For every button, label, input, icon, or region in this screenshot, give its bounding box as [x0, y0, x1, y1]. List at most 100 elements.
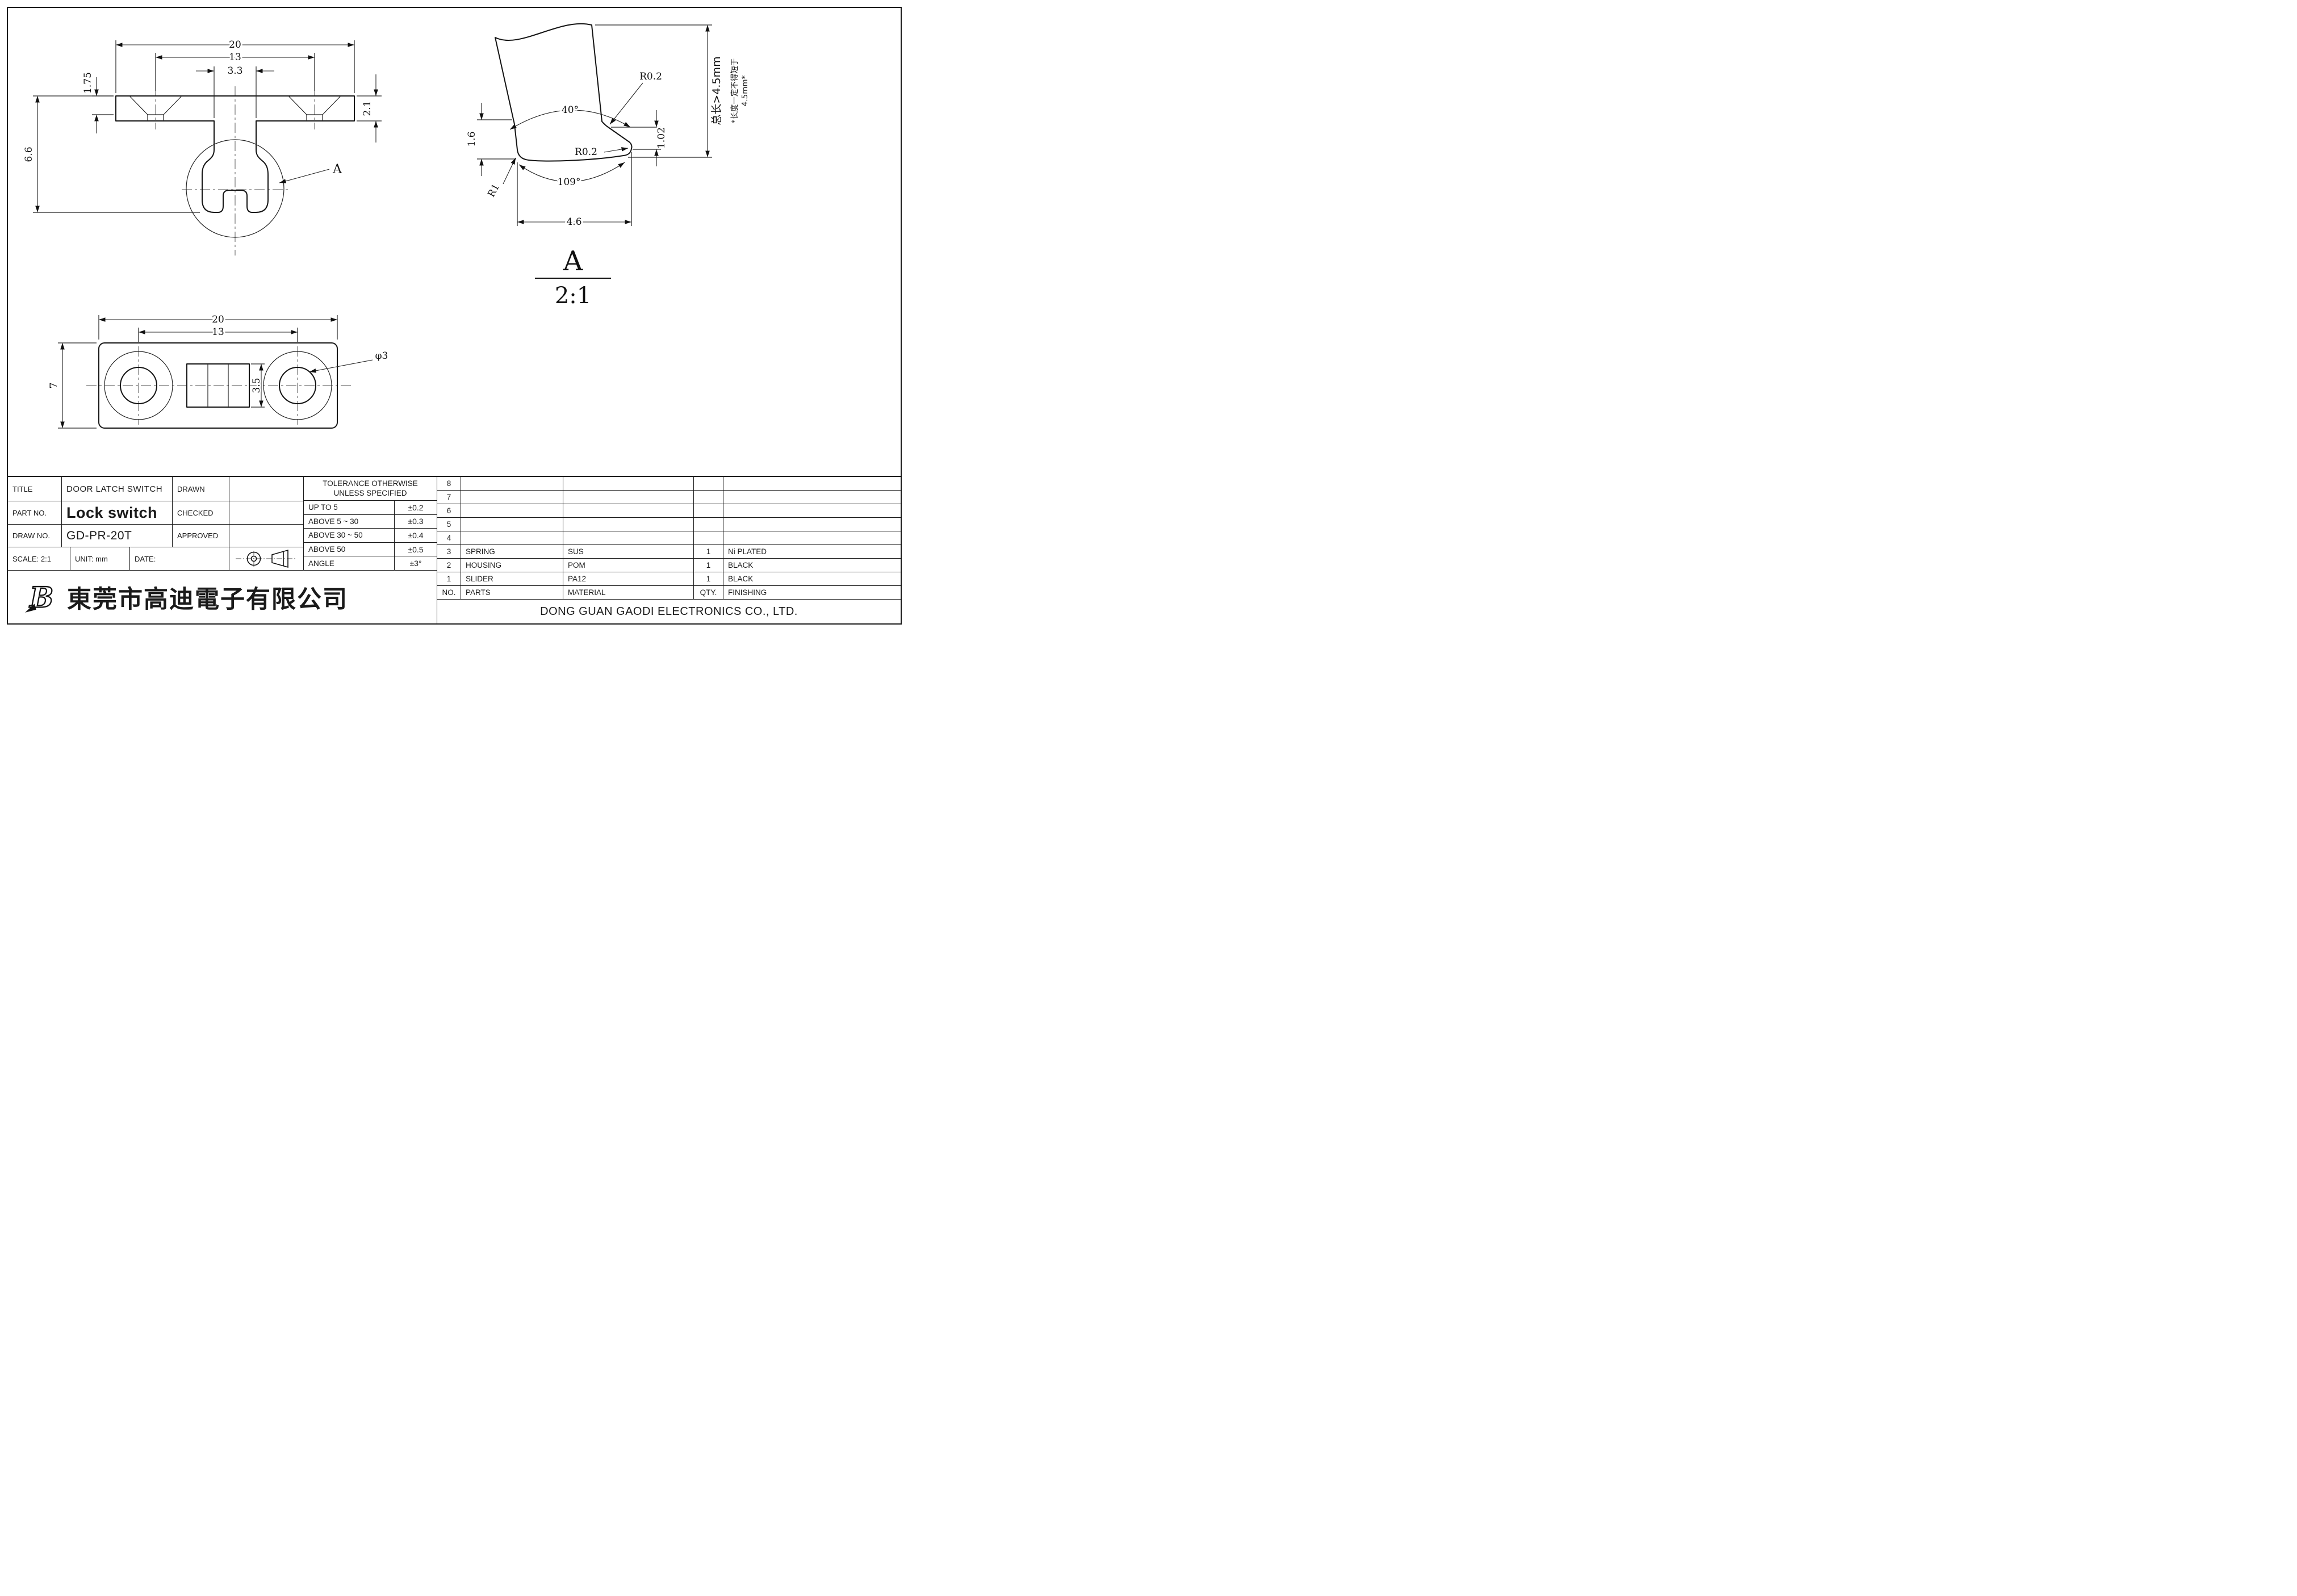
dim-detail-r1: R1: [486, 182, 502, 199]
dim-front-2-1: 2.1: [362, 100, 373, 116]
parts-cell-material: [563, 531, 694, 544]
draw-no-value: GD-PR-20T: [62, 525, 173, 547]
parts-cell-finishing: [723, 491, 901, 504]
projection-symbol-cell: [229, 547, 303, 570]
approved-value: [229, 525, 303, 547]
dim-top-depth-7: 7: [48, 383, 60, 389]
dim-top-width-20: 20: [212, 314, 224, 325]
unit-label: UNIT: mm: [70, 547, 130, 570]
parts-cell-parts: [461, 477, 563, 490]
countersink-right: [288, 95, 341, 121]
tolerance-range: ABOVE 5 ~ 30: [304, 514, 395, 529]
parts-cell-finishing: [723, 477, 901, 490]
tolerance-row: ABOVE 50 ±0.5: [304, 542, 437, 557]
parts-cell-material: POM: [563, 559, 694, 572]
draw-no-label: DRAW NO.: [8, 525, 62, 547]
parts-header-material: MATERIAL: [563, 586, 694, 599]
note-length-warning-1: *长度一定不得短于: [730, 58, 739, 124]
title-block: TITLE DOOR LATCH SWITCH DRAWN PART NO. L…: [8, 476, 901, 623]
leader-line: [604, 147, 629, 153]
detail-leader: [279, 169, 330, 183]
ext-line: [595, 24, 712, 158]
parts-cell-no: 6: [437, 504, 461, 517]
tolerance-rows: UP TO 5 ±0.2 ABOVE 5 ~ 30 ±0.3 ABOVE 30 …: [304, 501, 437, 570]
tolerance-value: ±0.3: [408, 517, 424, 526]
parts-row: 6: [437, 504, 901, 518]
parts-cell-material: [563, 504, 694, 517]
title-block-left: TITLE DOOR LATCH SWITCH DRAWN PART NO. L…: [8, 477, 303, 570]
detail-circle-a: [186, 139, 284, 238]
detail-view-a: 40° R0.2 R0.2 1.02 1.6 R1: [465, 23, 751, 309]
tolerance-value: ±0.2: [408, 502, 424, 512]
dim-detail-angle-109: 109°: [558, 177, 581, 188]
third-angle-projection-icon: [236, 549, 296, 568]
ext-line: [214, 66, 257, 118]
parts-cell-qty: [694, 477, 723, 490]
tolerance-value: ±0.5: [408, 544, 424, 554]
parts-cell-no: 4: [437, 531, 461, 544]
parts-cell-finishing: [723, 531, 901, 544]
checked-value: [229, 501, 303, 524]
front-view: A 20 13 3.3 1.75: [22, 37, 382, 255]
countersink-circle-left: [104, 351, 173, 420]
parts-cell-parts: SPRING: [461, 545, 563, 558]
dim-top-hole-dia: φ3: [375, 350, 388, 362]
parts-cell-parts: [461, 491, 563, 504]
dim-top-span-13: 13: [212, 326, 224, 338]
parts-header-qty: QTY.: [694, 586, 723, 599]
tolerance-range: ABOVE 50: [304, 542, 395, 556]
tolerance-row: ABOVE 30 ~ 50 ±0.4: [304, 529, 437, 543]
parts-cell-material: SUS: [563, 545, 694, 558]
title-label: TITLE: [8, 477, 62, 501]
draw-no-row: DRAW NO. GD-PR-20T APPROVED: [8, 525, 303, 547]
parts-cell-qty: 1: [694, 572, 723, 585]
drawing-views-canvas: A 20 13 3.3 1.75: [22, 23, 751, 429]
scale-label: SCALE: 2:1: [8, 547, 70, 570]
tolerance-range: ANGLE: [304, 556, 395, 570]
ext-line: [92, 95, 114, 115]
dim-top-slot-3-5: 3.5: [251, 378, 262, 393]
part-no-label: PART NO.: [8, 501, 62, 524]
parts-cell-qty: [694, 491, 723, 504]
parts-cell-qty: [694, 518, 723, 531]
parts-header-parts: PARTS: [461, 586, 563, 599]
parts-cell-finishing: [723, 518, 901, 531]
ext-line: [611, 127, 661, 150]
parts-cell-material: [563, 477, 694, 490]
tolerance-header-line1: TOLERANCE OTHERWISE: [323, 479, 418, 488]
parts-row: 4: [437, 531, 901, 545]
tolerance-row: ABOVE 5 ~ 30 ±0.3: [304, 514, 437, 529]
parts-cell-no: 7: [437, 491, 461, 504]
part-no-value: Lock switch: [62, 501, 173, 524]
ext-line: [138, 328, 298, 342]
note-total-length: 总长>4.5mm: [710, 56, 723, 125]
tolerance-value: ±0.4: [408, 530, 424, 540]
company-name-en: DONG GUAN GAODI ELECTRONICS CO., LTD.: [540, 605, 798, 618]
ext-line: [115, 40, 355, 93]
parts-cell-no: 8: [437, 477, 461, 490]
parts-cell-finishing: BLACK: [728, 561, 754, 569]
tolerance-value: ±3°: [409, 559, 422, 568]
tolerance-range: ABOVE 30 ~ 50: [304, 529, 395, 542]
dim-detail-r02-top: R0.2: [639, 71, 662, 82]
approved-label: APPROVED: [173, 525, 229, 547]
ext-line: [517, 152, 632, 226]
hole-right: [279, 367, 316, 404]
parts-cell-parts: [461, 518, 563, 531]
parts-cell-qty: [694, 531, 723, 544]
dim-detail-4-6: 4.6: [566, 216, 581, 228]
dim-detail-1-6: 1.6: [466, 131, 478, 146]
drawn-value: [229, 477, 303, 501]
parts-row: 5: [437, 518, 901, 531]
parts-cell-parts: [461, 504, 563, 517]
parts-header-row: NO. PARTS MATERIAL QTY. FINISHING: [437, 586, 901, 600]
date-label: DATE:: [130, 547, 229, 570]
parts-header-finishing: FINISHING: [728, 588, 767, 597]
tolerance-row: UP TO 5 ±0.2: [304, 501, 437, 515]
parts-cell-qty: [694, 504, 723, 517]
parts-cell-material: [563, 518, 694, 531]
title-value: DOOR LATCH SWITCH: [62, 477, 173, 501]
detail-callout-label: A: [332, 162, 342, 177]
leader-line: [503, 157, 516, 185]
company-block: B 東莞市高迪電子有限公司: [8, 570, 437, 623]
